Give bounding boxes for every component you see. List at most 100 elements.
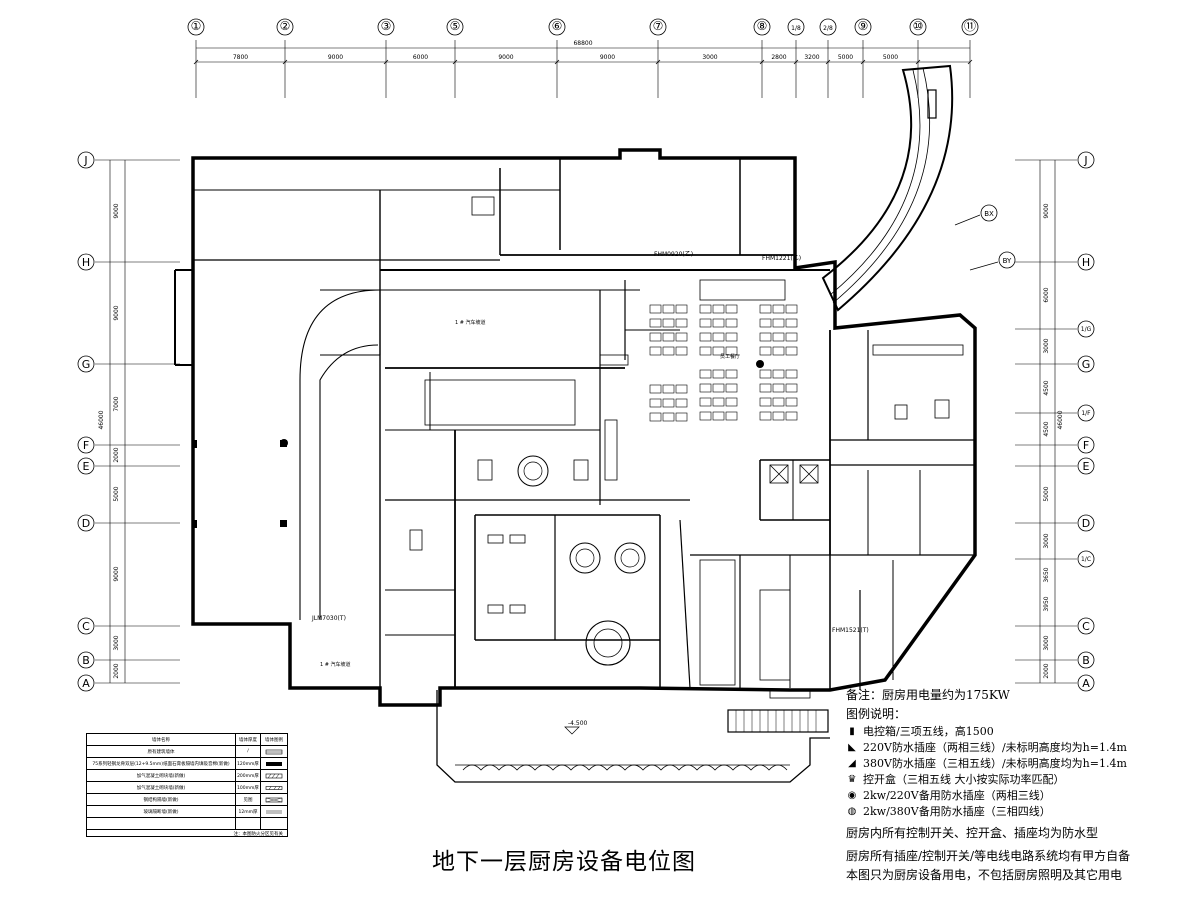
legend-symbol-icon: ▮ <box>849 726 855 737</box>
dining-table <box>759 304 772 314</box>
dining-table <box>772 397 785 407</box>
dining-table <box>759 346 772 356</box>
dining-table <box>712 383 725 393</box>
legend-text: 电控箱/三项五线，高1500 <box>863 725 994 738</box>
dining-table <box>725 332 738 342</box>
top-dimension: 6000 <box>413 54 428 61</box>
dining-table <box>785 332 798 342</box>
left-dimension: 2000 <box>113 447 120 462</box>
dining-table <box>759 318 772 328</box>
callout-bx: BX <box>984 210 994 218</box>
grid-axis-label-left: J <box>83 154 87 167</box>
dining-table <box>772 369 785 379</box>
dining-table <box>772 332 785 342</box>
wall-table-row: 加气混凝土砌块墙(新做) 200mm厚 <box>87 770 287 782</box>
grid-axis-label-right: 1/F <box>1081 410 1091 417</box>
grid-axis-label-right: G <box>1082 358 1091 371</box>
dining-table <box>662 304 675 314</box>
dining-table <box>712 304 725 314</box>
grid-axis-label-left: E <box>83 460 90 473</box>
wall-name: 原有建筑墙体 <box>87 746 236 757</box>
grid-axis-bubble <box>77 457 95 475</box>
elevation-label: -4.500 <box>568 720 588 727</box>
grid-axis-label: ⑦ <box>653 19 664 33</box>
dining-table-grid <box>649 304 798 422</box>
top-dimension: 3200 <box>804 54 819 61</box>
right-dimension: 5000 <box>1043 486 1050 501</box>
wall-table-footnote: 注：本图防火分区见有关 <box>233 832 284 837</box>
wall-legend-swatch <box>261 770 287 781</box>
dining-table <box>675 332 688 342</box>
door-tag-fhm0920: FHM0920(乙) <box>654 251 693 258</box>
dining-table <box>675 412 688 422</box>
wall-legend-swatch <box>261 758 287 769</box>
grid-axis-label-right: B <box>1082 654 1090 667</box>
dining-table <box>725 369 738 379</box>
legend-symbol-icon: ♛ <box>847 774 857 785</box>
wall-legend-swatch <box>261 746 287 757</box>
dining-table <box>649 318 662 328</box>
dining-table <box>675 318 688 328</box>
grid-axis-label: ② <box>280 19 291 33</box>
grid-axis-bubble <box>649 18 667 36</box>
grid-axis-label: ⑧ <box>757 19 768 33</box>
legend-symbol-icon: ◢ <box>848 758 856 769</box>
grid-axis-bubble <box>1077 253 1095 271</box>
grid-axis-label-left: H <box>82 256 90 269</box>
grid-axis-label-right: A <box>1082 677 1090 690</box>
dining-table <box>785 411 798 421</box>
wall-name: 加气混凝土砌块墙(新做) <box>87 770 236 781</box>
dining-table <box>699 304 712 314</box>
dining-table <box>649 398 662 408</box>
dining-table <box>662 384 675 394</box>
kitchen-equipment <box>409 196 964 699</box>
dining-table <box>772 304 785 314</box>
power-remark: 备注：厨房用电量约为175KW <box>846 688 1010 702</box>
grid-axis-bubble <box>187 18 205 36</box>
grid-axis-bubble <box>1077 550 1095 568</box>
dining-table <box>759 369 772 379</box>
dining-table <box>699 369 712 379</box>
left-total-dimension: 46000 <box>98 410 105 429</box>
wall-thickness: 120mm厚 <box>236 758 261 769</box>
grid-axis-bubble <box>819 18 837 36</box>
grid-axis-bubble <box>1077 320 1095 338</box>
grid-axis-label-right: F <box>1083 439 1089 452</box>
grid-axis-label: ① <box>191 19 202 33</box>
dining-table <box>772 318 785 328</box>
grid-axis-label-left: F <box>83 439 89 452</box>
grid-axis-bubble <box>854 18 872 36</box>
wall-thickness: / <box>236 746 261 757</box>
dining-table <box>675 384 688 394</box>
dining-table <box>649 304 662 314</box>
dining-table <box>662 412 675 422</box>
legend-item: ♛ 控开盒（三相五线 大小按实际功率匹配） <box>846 772 1188 788</box>
dining-table <box>772 346 785 356</box>
section-callouts: BX BY <box>954 204 1016 271</box>
grid-axis-bubble <box>77 436 95 454</box>
legend-text: 2kw/380V备用防水插座（三相四线） <box>863 805 1051 818</box>
car-ramp-label: 1 # 汽车坡道 <box>320 661 351 668</box>
corridor-label: 1 # 汽车坡道 <box>455 319 486 326</box>
legend-text: 380V防水插座（三相五线）/未标明高度均为h=1.4m <box>863 757 1127 770</box>
grid-axis-label: 2/8 <box>823 25 833 32</box>
client-supply-note: 厨房所有插座/控制开关/等电线电路系统均有甲方自备 <box>846 849 1131 863</box>
grid-axis-bubble <box>1077 651 1095 669</box>
wall-thickness: 见图 <box>236 794 261 805</box>
grid-axis-label: 1/8 <box>791 25 801 32</box>
grid-axis-bubble <box>1077 674 1095 692</box>
grid-axis-bubble <box>1077 457 1095 475</box>
lower-terrace <box>436 690 830 783</box>
grid-axis-label: ⑤ <box>450 19 461 33</box>
grid-axis-bubble <box>77 355 95 373</box>
top-dimension: 9000 <box>600 54 615 61</box>
grid-axis-label: ⑪ <box>964 19 976 33</box>
legend-symbol-icon: ◣ <box>848 742 856 753</box>
wall-table-header: 墙体名称 墙体厚度 墙体图例 <box>87 734 287 746</box>
dining-table <box>699 332 712 342</box>
legend-text: 控开盒（三相五线 大小按实际功率匹配） <box>863 773 1065 786</box>
dining-table <box>712 332 725 342</box>
grid-axis-label-right: D <box>1082 517 1090 530</box>
